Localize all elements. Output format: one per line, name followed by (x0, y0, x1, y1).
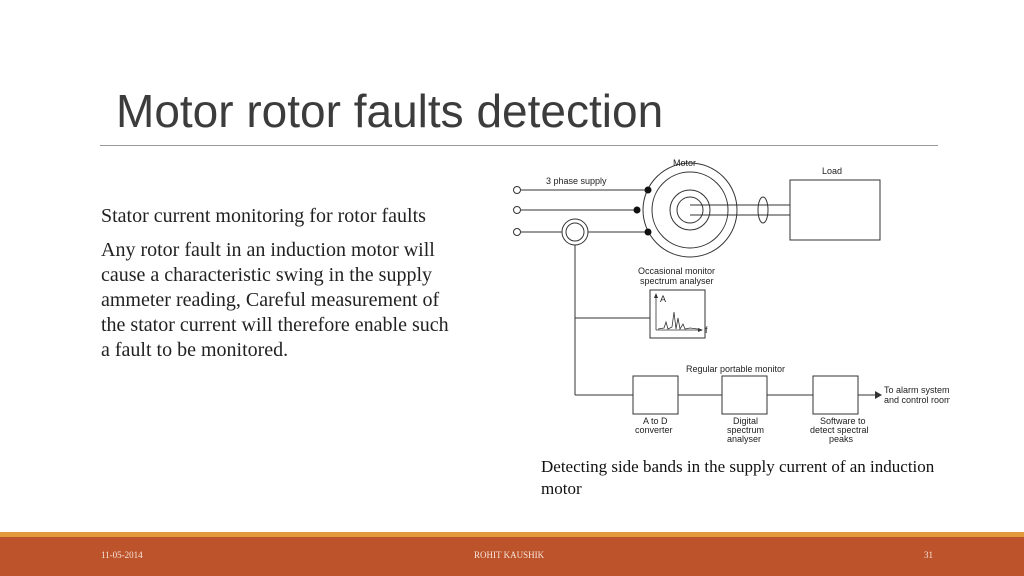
occasional-monitor-label-2: spectrum analyser (640, 276, 714, 286)
box1-label-2: converter (635, 425, 673, 435)
paragraph-1: Stator current monitoring for rotor faul… (101, 205, 426, 227)
ad-converter-box (632, 375, 679, 415)
axis-f-label: f (705, 325, 708, 335)
box3-label-2: detect spectral (810, 425, 869, 435)
occasional-monitor-label: Occasional monitor (638, 266, 715, 276)
slide-title: Motor rotor faults detection (116, 85, 664, 137)
footer-accent (0, 532, 1024, 537)
footer-bar: 11-05-2014 ROHIT KAUSHIK 31 (0, 537, 1024, 576)
box1-label-1: A to D (643, 416, 668, 426)
axis-a-label: A (660, 294, 666, 304)
supply-terminal-3 (513, 228, 521, 236)
output-label-2: and control room (884, 395, 950, 405)
output-label-1: To alarm system (884, 385, 950, 395)
box3-label-3: peaks (829, 434, 854, 444)
diagram-caption: Detecting side bands in the supply curre… (541, 457, 935, 498)
spectrum-trace (657, 311, 699, 331)
supply-label: 3 phase supply (546, 176, 607, 186)
box2-label-1: Digital (733, 416, 758, 426)
supply-terminal-2 (513, 206, 521, 214)
load-label: Load (822, 166, 842, 176)
motor-monitoring-diagram: Motor Load 3 phase supply Occasional mon… (513, 158, 950, 444)
footer-author: ROHIT KAUSHIK (474, 550, 545, 560)
body-text: Stator current monitoring for rotor faul… (101, 204, 461, 372)
title-divider (100, 145, 938, 146)
motor-icon (642, 162, 738, 258)
load-box (789, 179, 881, 241)
software-box (812, 375, 859, 415)
output-arrow-icon (875, 391, 882, 399)
box2-label-3: analyser (727, 434, 761, 444)
regular-monitor-label: Regular portable monitor (686, 364, 785, 374)
supply-terminal-1 (513, 186, 521, 194)
footer-date: 11-05-2014 (101, 550, 143, 560)
box2-label-2: spectrum (727, 425, 764, 435)
box3-label-1: Software to (820, 416, 866, 426)
page-number: 31 (924, 550, 933, 560)
spectrum-analyser-box (649, 289, 706, 339)
paragraph-2: Any rotor fault in an induction motor wi… (101, 239, 449, 361)
digital-spectrum-analyser-box (721, 375, 768, 415)
motor-label: Motor (673, 158, 696, 168)
